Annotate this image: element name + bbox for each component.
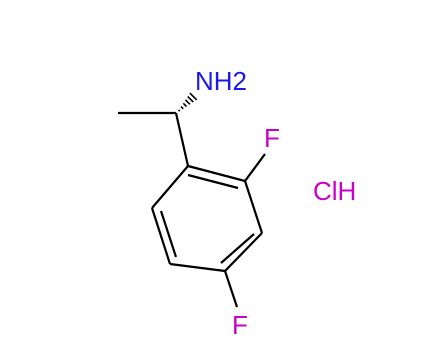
ring-bond-c6-c1 (151, 165, 189, 209)
ring-bond-c2-c3 (243, 180, 264, 234)
ortho-fluorine-bond (244, 153, 266, 182)
ring-bond-c3-c4 (224, 232, 263, 272)
para-fluorine-bond (223, 270, 239, 308)
ortho-fluorine-label: F (264, 123, 280, 153)
ring-bond-c1-c2 (187, 164, 246, 183)
ring-bond-c5-c6 (150, 207, 172, 265)
para-fluorine-label: F (232, 310, 248, 340)
ring-bond-c3-c4-inner (220, 233, 255, 264)
ring-bond-c4-c5 (169, 262, 226, 273)
ring-bond-c1-c2-inner (187, 173, 239, 190)
hydrochloride-label: ClH (313, 176, 356, 206)
ring-bond-c5-c6-inner (159, 210, 178, 258)
hashed-wedge-bond (178, 92, 198, 112)
amine-label: NH2 (195, 66, 247, 96)
chiral-to-ring-bond (174, 112, 190, 167)
